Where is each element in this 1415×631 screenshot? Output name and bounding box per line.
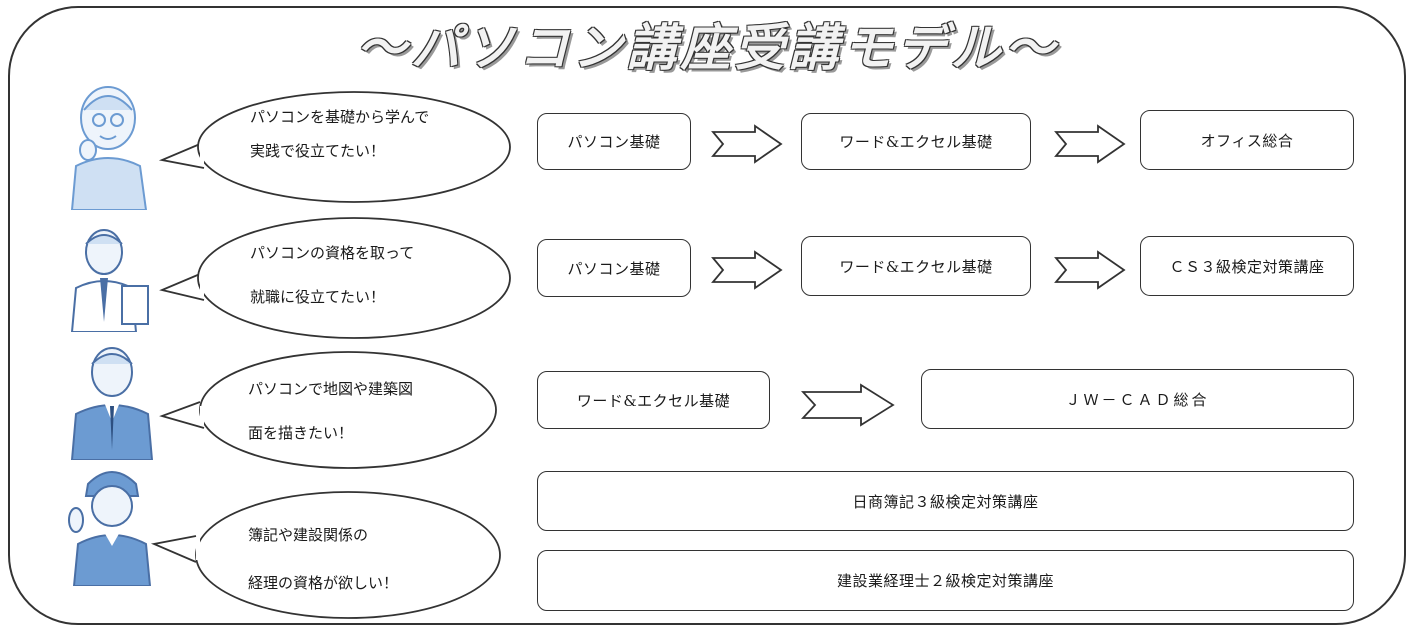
course-box: オフィス総合 (1140, 110, 1354, 170)
speech-line: 就職に役立てたい！ (250, 288, 386, 306)
right-arrow-icon (711, 124, 783, 164)
speech-bubble: パソコンで地図や建築図 面を描きたい！ (158, 348, 498, 472)
speech-line: 面を描きたい！ (248, 424, 354, 442)
course-box: 建設業経理士２級検定対策講座 (537, 550, 1354, 611)
elderly-person-icon (70, 86, 148, 210)
right-arrow-icon (711, 250, 783, 290)
course-box: 日商簿記３級検定対策講座 (537, 471, 1354, 531)
speech-line: パソコンで地図や建築図 (248, 380, 414, 398)
speech-line: 経理の資格が欲しい！ (248, 574, 399, 592)
man-in-suit-icon (70, 347, 154, 460)
course-box: パソコン基礎 (537, 113, 691, 170)
course-box: ワード&エクセル基礎 (537, 371, 770, 429)
course-box: ワード&エクセル基礎 (801, 236, 1031, 296)
speech-line: パソコンを基礎から学んで (250, 108, 430, 126)
speech-line: 簿記や建設関係の (248, 526, 369, 544)
page-title: ～パソコン講座受講モデル～ (356, 19, 1059, 77)
speech-bubble: 簿記や建設関係の 経理の資格が欲しい！ (150, 488, 504, 622)
speech-line: パソコンの資格を取って (250, 244, 415, 262)
rounded-frame (8, 6, 1406, 625)
woman-worker-icon (68, 471, 152, 586)
businessman-icon (70, 229, 149, 332)
course-box: ＣＳ３級検定対策講座 (1140, 236, 1354, 296)
right-arrow-icon (1054, 250, 1126, 290)
course-box: ＪＷ－ＣＡＤ総合 (921, 369, 1354, 429)
speech-line: 実践で役立てたい！ (250, 142, 386, 160)
speech-bubble: パソコンの資格を取って 就職に役立てたい！ (158, 214, 514, 342)
right-arrow-icon (1054, 124, 1126, 164)
course-box: パソコン基礎 (537, 239, 691, 297)
speech-bubble: パソコンを基礎から学んで 実践で役立てたい！ (158, 88, 514, 206)
right-arrow-icon (801, 383, 895, 427)
course-box: ワード&エクセル基礎 (801, 113, 1031, 170)
